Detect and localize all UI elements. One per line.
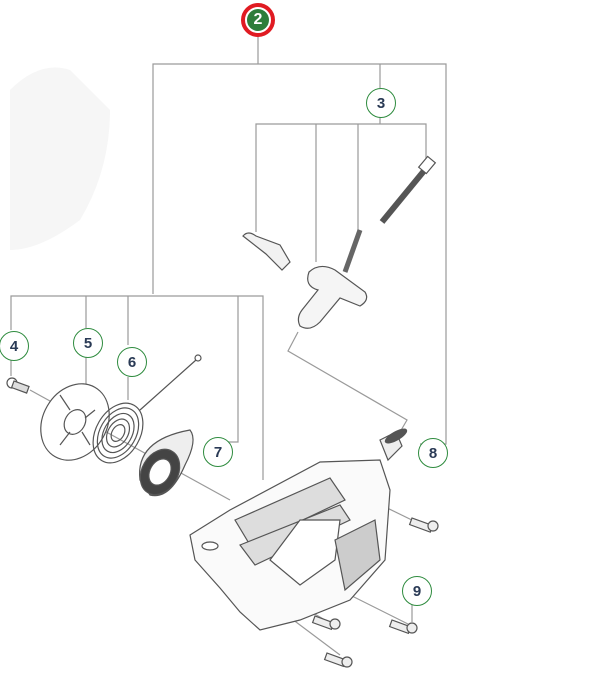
callout-main-assembly[interactable]: 2 bbox=[241, 3, 275, 37]
part-pulley-5 bbox=[40, 383, 110, 461]
callout-5[interactable]: 5 bbox=[73, 328, 103, 358]
callout-4[interactable]: 4 bbox=[0, 331, 29, 361]
callout-7[interactable]: 7 bbox=[203, 437, 233, 467]
callout-9[interactable]: 9 bbox=[402, 576, 432, 606]
background-watermark bbox=[10, 67, 110, 250]
part-spring-cassette-7 bbox=[139, 429, 194, 497]
callout-3[interactable]: 3 bbox=[366, 88, 396, 118]
callout-number: 6 bbox=[127, 353, 137, 371]
part-handle-assembly-3 bbox=[242, 155, 437, 329]
callout-number: 7 bbox=[213, 443, 223, 461]
part-starter-housing bbox=[189, 459, 391, 631]
callout-6[interactable]: 6 bbox=[117, 347, 147, 377]
callout-number: 9 bbox=[412, 582, 422, 600]
callout-number: 4 bbox=[9, 337, 19, 355]
callout-8[interactable]: 8 bbox=[418, 438, 448, 468]
callout-number: 8 bbox=[428, 444, 438, 462]
part-screw-4 bbox=[6, 377, 30, 394]
callout-main-number: 2 bbox=[247, 9, 269, 31]
parts bbox=[6, 155, 439, 668]
part-screw-9 bbox=[311, 517, 439, 668]
callout-number: 3 bbox=[376, 94, 386, 112]
part-recoil-spring-6 bbox=[92, 354, 202, 464]
callout-number: 5 bbox=[83, 334, 93, 352]
part-rope-guide-8 bbox=[379, 428, 408, 462]
